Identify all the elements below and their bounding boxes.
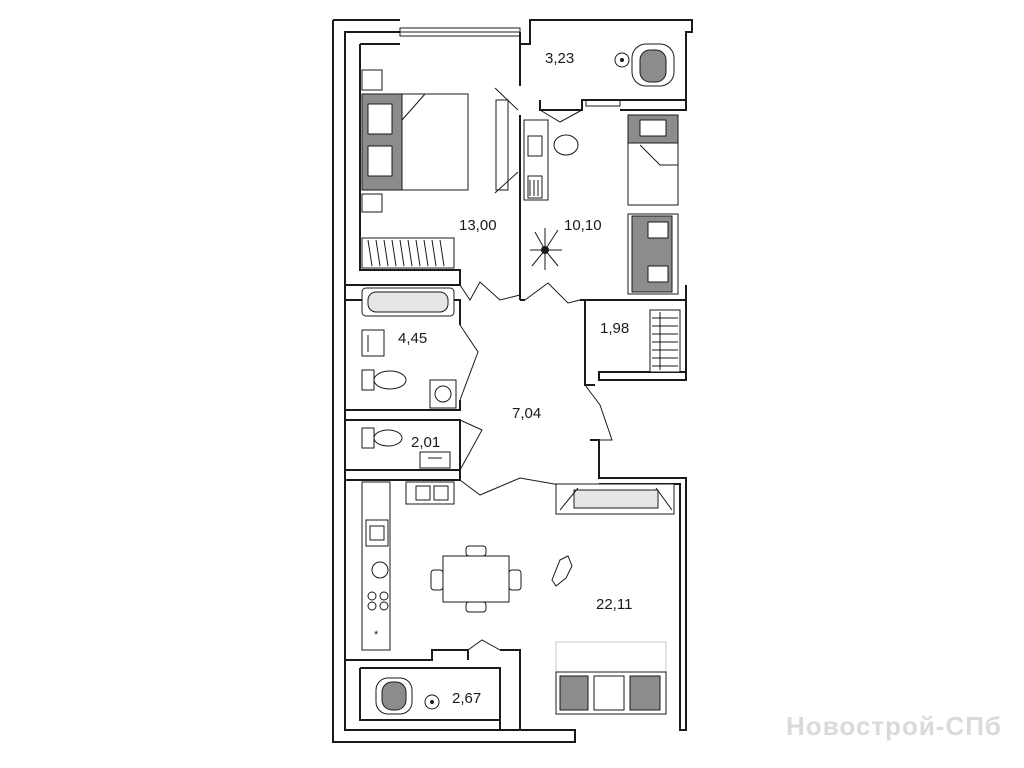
bedroom-1-furniture xyxy=(361,69,519,269)
kitchen-sink xyxy=(365,519,389,547)
area-balcony-bottom: 2,67 xyxy=(452,690,481,707)
watermark: Новострой-СПб xyxy=(786,711,1002,741)
dining-table xyxy=(442,555,510,603)
area-closet: 1,98 xyxy=(600,320,629,337)
balcony-top-furniture xyxy=(614,43,675,87)
living-kitchen-furniture: * xyxy=(361,481,675,715)
area-hallway: 7,04 xyxy=(512,405,541,422)
bathroom-fixtures xyxy=(361,287,457,409)
closet-fixtures xyxy=(649,309,681,373)
area-bathroom: 4,45 xyxy=(398,330,427,347)
area-living-kitchen: 22,11 xyxy=(596,596,632,613)
area-toilet: 2,01 xyxy=(411,434,440,451)
kitchen-utensil-icon xyxy=(371,561,389,579)
svg-text:*: * xyxy=(374,629,379,641)
balcony-bottom-furniture xyxy=(375,677,440,715)
doors xyxy=(459,109,613,651)
bedroom-2-furniture xyxy=(523,114,679,295)
area-balcony-top: 3,23 xyxy=(545,50,574,67)
kitchen-counter xyxy=(361,481,391,651)
flower-decoration xyxy=(530,228,562,270)
cat-decoration xyxy=(551,555,573,587)
stovetop xyxy=(367,591,389,611)
area-bedroom-1: 13,00 xyxy=(459,217,497,234)
toilet-fixtures xyxy=(361,427,451,469)
area-bedroom-2: 10,10 xyxy=(564,217,602,234)
